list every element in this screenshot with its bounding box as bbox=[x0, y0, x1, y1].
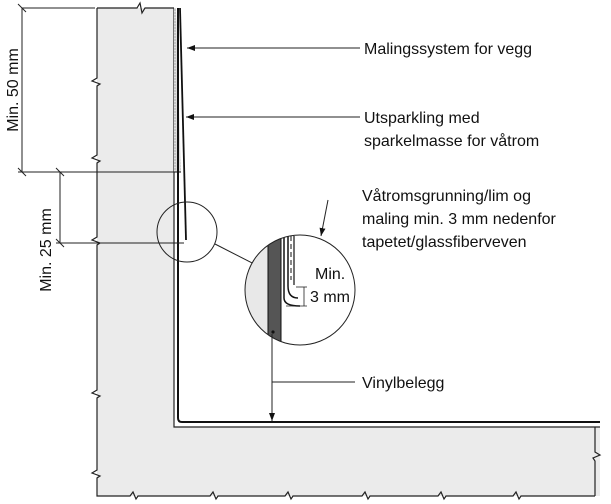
dimension-min-25 bbox=[55, 167, 184, 248]
label-primer-1: Våtromsgrunning/lim og bbox=[362, 187, 531, 205]
leader-primer bbox=[319, 199, 329, 237]
dimension-min-25-label: Min. 25 mm bbox=[38, 208, 55, 292]
concrete-outline bbox=[90, 1, 602, 501]
concrete-wall-and-floor bbox=[97, 8, 600, 496]
detail-connector-line bbox=[214, 243, 257, 266]
label-primer-2: maling min. 3 mm nedenfor bbox=[362, 211, 557, 228]
label-primer-3: tapetet/glassfiberveven bbox=[362, 234, 527, 251]
dimension-min-50-label: Min. 50 mm bbox=[5, 48, 22, 132]
detail-marker-circle bbox=[156, 201, 218, 263]
label-filler-2: sparkelmasse for våtrom bbox=[364, 132, 539, 150]
vinyl-flooring bbox=[177, 8, 600, 423]
label-paint-system: Malingssystem for vegg bbox=[364, 41, 532, 58]
label-vinyl: Vinylbelegg bbox=[362, 375, 444, 392]
detail-magnified: Min. 3 mm bbox=[244, 234, 356, 346]
detail-3mm-label: 3 mm bbox=[310, 289, 350, 306]
paint-system-line bbox=[179, 7, 187, 241]
label-filler-1: Utsparkling med bbox=[364, 110, 480, 127]
detail-min-label: Min. bbox=[315, 266, 345, 283]
dimension-min-50 bbox=[17, 3, 174, 177]
leader-vinyl bbox=[272, 334, 355, 421]
